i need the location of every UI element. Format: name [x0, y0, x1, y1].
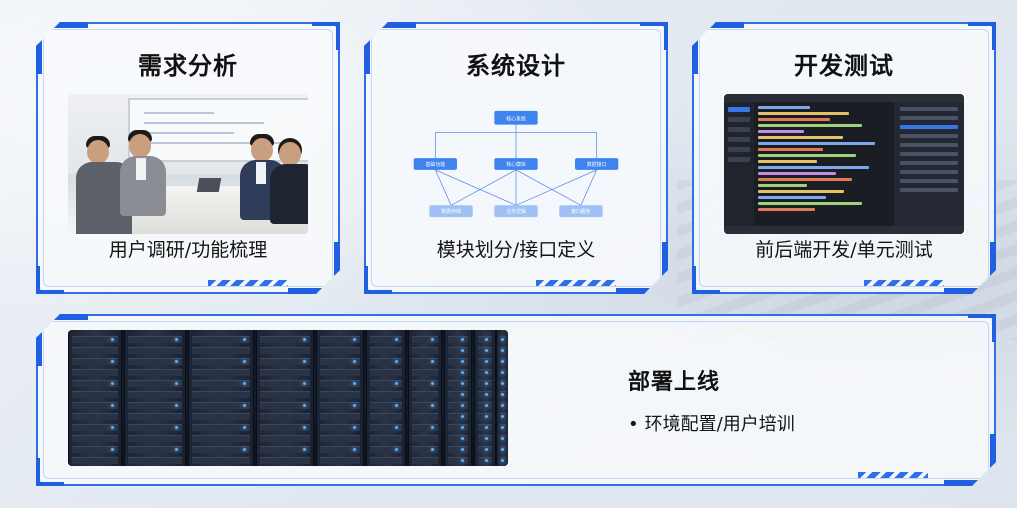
- code-editor-screenshot: [724, 94, 964, 234]
- diagram-node-bottom-1-label: 数据存储: [441, 208, 461, 215]
- server-room-photo: [68, 330, 508, 466]
- frame-tick-decor: [858, 472, 928, 478]
- frame-tick-decor: [208, 280, 288, 286]
- server-rack: [366, 330, 406, 466]
- card-subtitle: 前后端开发/单元测试: [755, 239, 933, 261]
- server-rack: [256, 330, 314, 466]
- meeting-photo: [68, 94, 308, 234]
- frame-corner: [692, 266, 720, 294]
- deploy-bullet: •环境配置/用户培训: [628, 410, 795, 436]
- architecture-diagram: 核心系统 基础功能 核心模块 数据接口 数据存储 业务逻辑 接口服务: [396, 94, 636, 234]
- frame-corner: [968, 314, 996, 342]
- diagram-node-top-label: 核心系统: [506, 116, 526, 123]
- card-requirements-analysis: 需求分析: [36, 22, 340, 294]
- server-rack: [496, 330, 508, 466]
- frame-tick-decor: [536, 280, 616, 286]
- frame-corner: [36, 266, 64, 294]
- diagram-node-bottom-2: [494, 205, 537, 217]
- diagram-node-bottom-3: [559, 205, 602, 217]
- deploy-title: 部署上线: [628, 370, 721, 395]
- diagram-node-middle-3: [575, 158, 618, 170]
- diagram-node-bottom-1: [429, 205, 472, 217]
- diagram-node-top: [494, 111, 537, 125]
- frame-corner: [364, 266, 392, 294]
- deploy-bullet-text: 环境配置/用户培训: [644, 414, 795, 435]
- diagram-node-middle-1: [414, 158, 457, 170]
- card-title: 需求分析: [138, 52, 238, 80]
- frame-corner: [944, 434, 996, 486]
- card-development-testing: 开发测试 前后端开发/单: [692, 22, 996, 294]
- diagram-node-bottom-2-label: 业务逻辑: [506, 208, 526, 215]
- card-deployment: 部署上线 •环境配置/用户培训: [36, 314, 996, 486]
- diagram-node-middle-2: [494, 158, 537, 170]
- server-rack: [474, 330, 496, 466]
- server-rack: [316, 330, 364, 466]
- card-system-design: 系统设计 核心系统 基础功能 核心模块: [364, 22, 668, 294]
- frame-tick-decor: [864, 280, 944, 286]
- server-rack: [68, 330, 122, 466]
- card-title: 系统设计: [466, 52, 566, 80]
- card-title: 开发测试: [794, 52, 894, 80]
- card-subtitle: 用户调研/功能梳理: [108, 239, 268, 261]
- server-rack: [188, 330, 254, 466]
- diagram-node-bottom-3-label: 接口服务: [571, 208, 591, 215]
- diagram-node-middle-3-label: 数据接口: [587, 161, 607, 168]
- server-rack: [124, 330, 186, 466]
- server-rack: [444, 330, 472, 466]
- server-rack: [408, 330, 442, 466]
- bullet-marker: •: [628, 414, 639, 435]
- card-subtitle: 模块划分/接口定义: [436, 239, 596, 261]
- code-lines: [758, 106, 888, 222]
- diagram-node-middle-1-label: 基础功能: [426, 161, 446, 168]
- architecture-diagram-svg: 核心系统 基础功能 核心模块 数据接口 数据存储 业务逻辑 接口服务: [396, 94, 636, 234]
- frame-corner: [36, 458, 64, 486]
- diagram-node-middle-2-label: 核心模块: [506, 161, 526, 168]
